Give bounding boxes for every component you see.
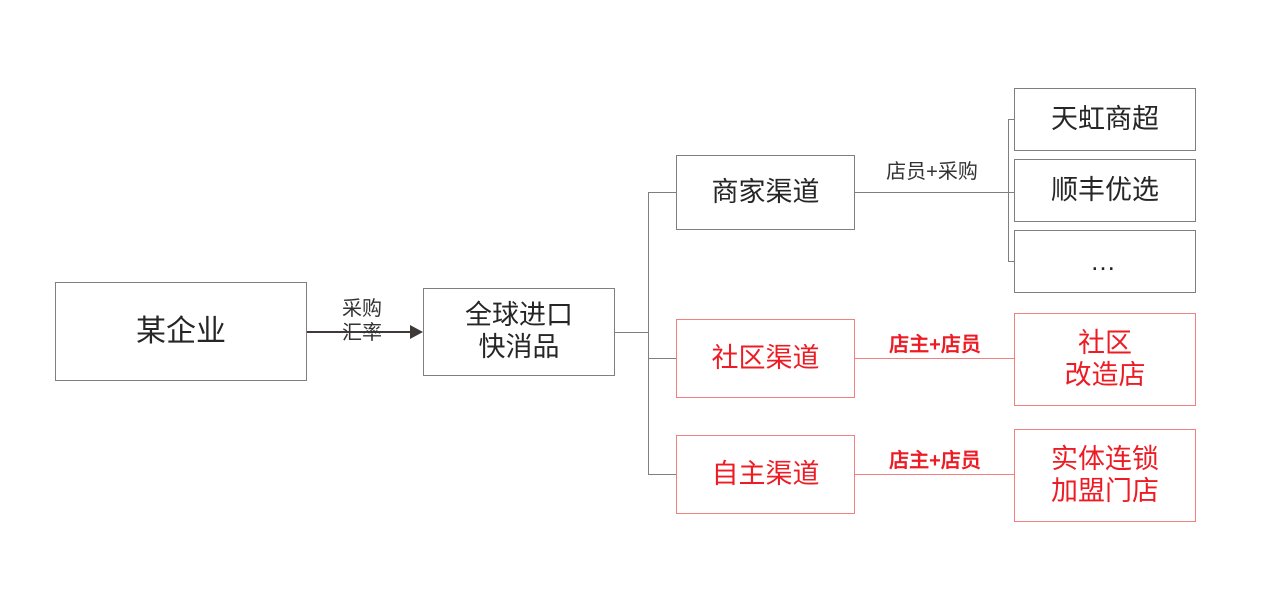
arrow-enterprise-to-product-head (410, 325, 423, 339)
node-merchant-2[interactable]: 顺丰优选 (1014, 159, 1196, 222)
connector-channel-spine (648, 192, 649, 474)
arrow-enterprise-to-product-shaft (307, 331, 411, 333)
edge-label-owner-clerk-self: 店主+店员 (889, 450, 981, 472)
node-product[interactable]: 全球进口 快消品 (423, 288, 615, 376)
connector-stores-spine (1008, 119, 1009, 261)
connector-merchant-to-stores (855, 192, 1008, 193)
connector-to-self-channel (648, 474, 676, 475)
node-merchant-3[interactable]: … (1014, 230, 1196, 293)
node-store-community[interactable]: 社区 改造店 (1014, 313, 1196, 406)
node-merchant-1[interactable]: 天虹商超 (1014, 88, 1196, 151)
node-enterprise[interactable]: 某企业 (55, 282, 307, 381)
edge-label-procurement-rate: 采购 汇率 (342, 298, 382, 344)
node-channel-merchant[interactable]: 商家渠道 (676, 155, 855, 230)
edge-label-owner-clerk-community: 店主+店员 (889, 334, 981, 356)
connector-self-to-store (855, 474, 1014, 475)
edge-label-clerk-procurement: 店员+采购 (886, 161, 978, 183)
connector-to-merchant-channel (648, 192, 676, 193)
node-channel-self[interactable]: 自主渠道 (676, 435, 855, 514)
node-store-chain[interactable]: 实体连锁 加盟门店 (1014, 429, 1196, 522)
connector-product-stub (615, 332, 648, 333)
node-channel-community[interactable]: 社区渠道 (676, 319, 855, 398)
connector-to-community-channel (648, 358, 676, 359)
connector-community-to-store (855, 358, 1014, 359)
